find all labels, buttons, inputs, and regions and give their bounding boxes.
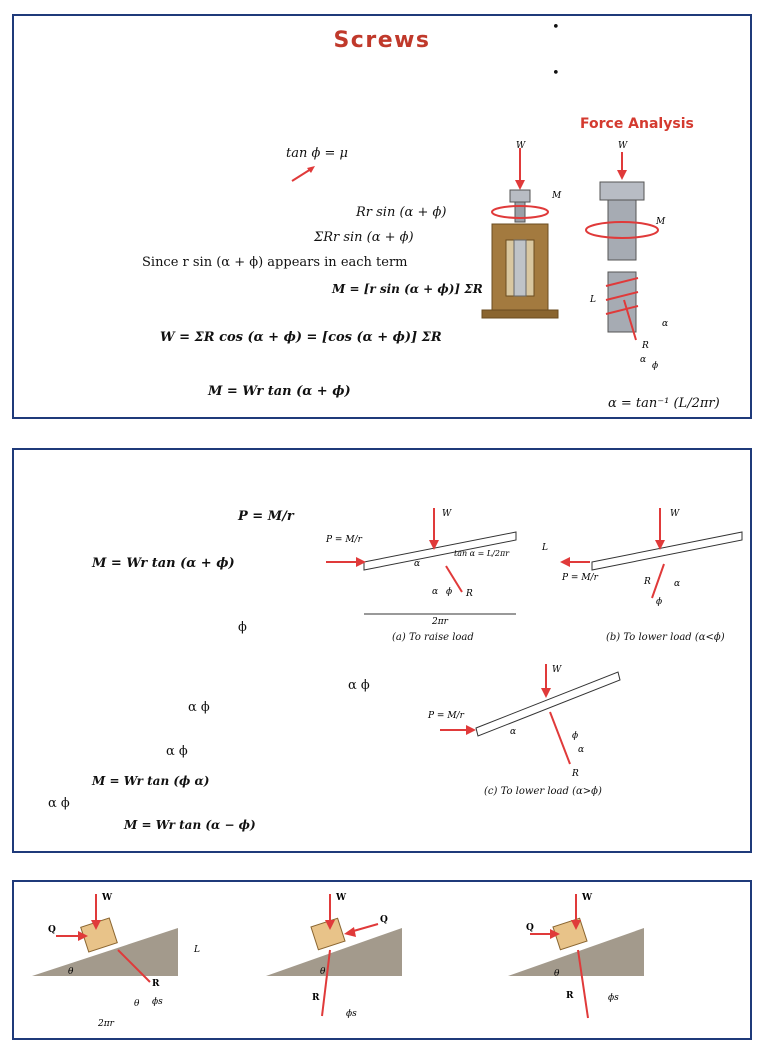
fig3a-theta2: θ (134, 999, 140, 1009)
sym-alpha-phi-2: α ϕ (188, 700, 210, 715)
fig2a-l: L (541, 543, 548, 553)
fig3b-theta: θ (320, 967, 326, 977)
eq-p: P = M/r (238, 509, 294, 524)
fig-label-l: L (589, 295, 596, 305)
fig3c-theta: θ (554, 969, 560, 979)
fig2c-alpha: α (578, 745, 584, 755)
fig3c-phis: ϕs (608, 993, 619, 1003)
fig2a-tan: tan α = L/2πr (454, 549, 510, 558)
fig3a-r: R (152, 979, 160, 989)
eq-m-lower-b: M = Wr tan (α − ϕ) (124, 818, 256, 832)
slide-screw-moments: P = M/r M = Wr tan (α + ϕ) ϕ α ϕ α ϕ α ϕ… (12, 448, 752, 853)
screw-jack-figure: W M (481, 141, 562, 319)
fig2c-alpha2: α (510, 727, 516, 737)
force-analysis-figure: W M L R α α ϕ (585, 141, 668, 370)
fig2b-phi: ϕ (656, 597, 662, 607)
fig3c-q: Q (526, 923, 534, 933)
fig2c-phi: ϕ (572, 731, 578, 741)
eq-m-final: M = Wr tan (α + ϕ) (208, 384, 351, 399)
fig2c-p: P = M/r (427, 711, 465, 721)
fig-label-w: W (516, 141, 526, 151)
fig2b-alpha: α (674, 579, 680, 589)
fig2a-p: P = M/r (325, 535, 363, 545)
sym-alpha-phi-4: α ϕ (48, 796, 70, 811)
fig3b-r: R (312, 993, 320, 1003)
since-text: Since r sin (α + ϕ) appears in each term (142, 255, 408, 270)
bullet-1: • (552, 20, 560, 35)
fig-label-alpha: α (662, 319, 668, 329)
fig2a-2pir: 2πr (431, 617, 449, 627)
fig2a-r: R (465, 589, 473, 599)
eq-tan-phi: tan ϕ = μ (286, 146, 348, 161)
fig3c-r: R (566, 991, 574, 1001)
slide-inclined-plane: W Q R L θ θ ϕs 2πr W Q R θ ϕs W Q R (12, 880, 752, 1040)
fig3b-w: W (335, 893, 347, 903)
sym-phi: ϕ (238, 620, 247, 635)
slide-screws: Screws • • tan ϕ = μ Rr sin (α + ϕ) ΣRr … (12, 14, 752, 419)
eq-alpha: α = tan⁻¹ (L/2πr) (608, 396, 720, 411)
eq-m-raise: M = Wr tan (α + ϕ) (92, 556, 235, 571)
fig2a-alpha2: α (432, 587, 438, 597)
sym-alpha-phi-1: α ϕ (348, 678, 370, 693)
fig2b-r: R (643, 577, 651, 587)
fig2a-phi: ϕ (446, 587, 452, 597)
caption-b: (b) To lower load (α<ϕ) (606, 632, 725, 643)
fig-label-alpha2: α (640, 355, 646, 365)
fig-label-phi: ϕ (652, 361, 658, 370)
figure-raise-load: W P = M/r R tan α = L/2πr L α α ϕ 2πr (325, 508, 548, 627)
fig3a-q: Q (48, 925, 56, 935)
fig3a-theta: θ (68, 967, 74, 977)
fig-label-w2: W (618, 141, 628, 151)
fig3c-w: W (581, 893, 593, 903)
fig2a-alpha: α (414, 559, 420, 569)
caption-a: (a) To raise load (392, 632, 474, 643)
force-analysis-label: Force Analysis (580, 116, 694, 132)
bullet-2: • (552, 66, 560, 81)
fig3a-l: L (193, 945, 200, 955)
figure-lower-load-b: W P = M/r R ϕ α α (427, 664, 621, 779)
incline-figure-1: W Q R L θ θ ϕs 2πr (32, 893, 200, 1028)
eq-sum-rr-sin: ΣRr sin (α + ϕ) (314, 230, 414, 245)
fig-label-r: R (641, 341, 649, 351)
fig2c-r: R (571, 769, 579, 779)
slide-title: Screws (333, 28, 431, 53)
caption-c: (c) To lower load (α>ϕ) (484, 786, 602, 797)
eq-w-sum: W = ΣR cos (α + ϕ) = [cos (α + ϕ)] ΣR (160, 330, 442, 345)
fig-label-m2: M (655, 217, 666, 227)
fig2a-w: W (442, 509, 452, 519)
fig3a-w: W (101, 893, 113, 903)
fig-label-m: M (551, 191, 562, 201)
sym-alpha-phi-3: α ϕ (166, 744, 188, 759)
eq-m-lower-a: M = Wr tan (ϕ α) (92, 774, 210, 788)
incline-figure-2: W Q R θ ϕs (266, 893, 402, 1019)
figure-lower-load-a: W P = M/r R α ϕ (560, 508, 743, 607)
incline-figure-3: W Q R θ ϕs (508, 893, 644, 1019)
fig3a-phis: ϕs (152, 997, 163, 1007)
fig2b-p: P = M/r (561, 573, 599, 583)
fig3b-phis: ϕs (346, 1009, 357, 1019)
red-pointer-arrow (291, 166, 315, 182)
fig2b-w: W (670, 509, 680, 519)
fig3b-q: Q (380, 915, 388, 925)
fig2c-w: W (552, 665, 562, 675)
eq-rr-sin: Rr sin (α + ϕ) (356, 205, 447, 220)
eq-m-sum: M = [r sin (α + ϕ)] ΣR (332, 282, 483, 296)
